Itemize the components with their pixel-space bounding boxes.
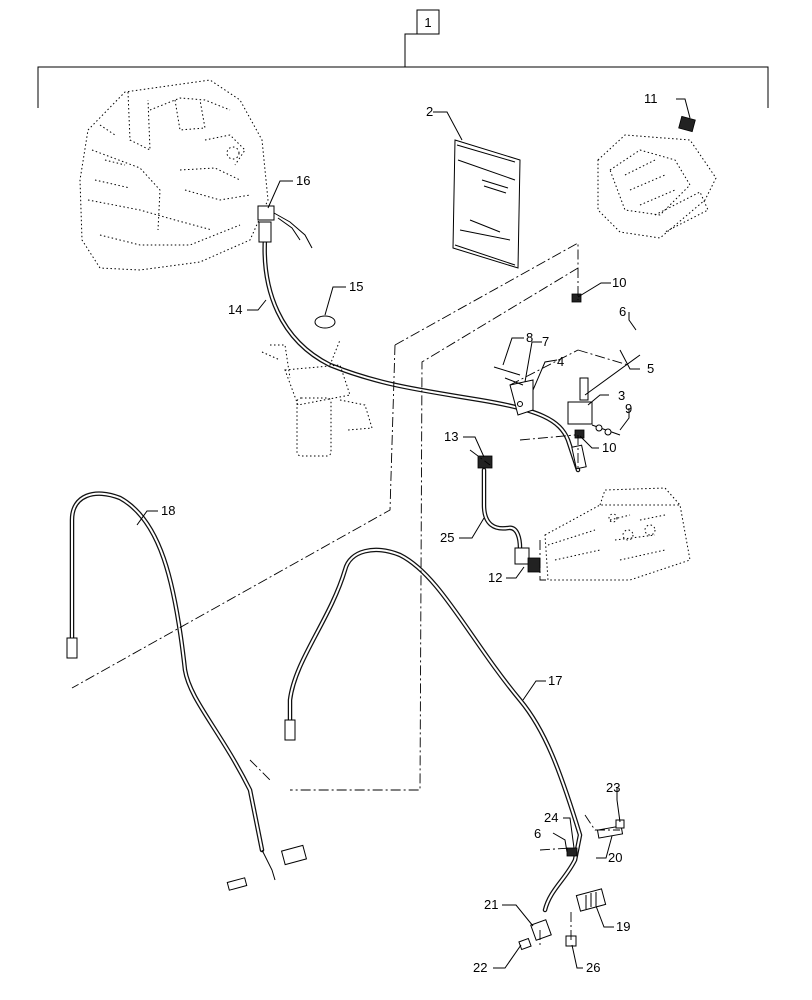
- callout-24: 24: [544, 810, 558, 825]
- callout-11: 11: [644, 91, 658, 106]
- control-console: [597, 115, 717, 239]
- callout-25: 25: [440, 530, 454, 545]
- callout-10-lower: 10: [602, 440, 616, 455]
- callout-6-upper: 6: [619, 304, 626, 319]
- hose-18: [66, 491, 308, 891]
- callout-18: 18: [161, 503, 175, 518]
- tractor-chassis-outline: [79, 79, 269, 271]
- callout-10-upper: 10: [612, 275, 626, 290]
- callout-17: 17: [548, 673, 562, 688]
- valve-block: [544, 487, 691, 581]
- operator-manual: [452, 139, 521, 269]
- callout-labels: 2 3 4 5 6 6 7 8 9 10 10 11 12 13 14 15 1…: [161, 91, 658, 975]
- callout-3: 3: [618, 388, 625, 403]
- callout-2: 2: [426, 104, 433, 119]
- hose-14: [258, 221, 587, 473]
- callout-16: 16: [296, 173, 310, 188]
- hose-17: [284, 547, 583, 913]
- callout-label: 1: [424, 15, 431, 30]
- callout-13: 13: [444, 429, 458, 444]
- callout-15: 15: [349, 279, 363, 294]
- leader-lines: [136, 98, 691, 969]
- callout-19: 19: [616, 919, 630, 934]
- callout-23: 23: [606, 780, 620, 795]
- filter-assembly: [261, 339, 373, 457]
- callout-7: 7: [542, 334, 549, 349]
- callout-12: 12: [488, 570, 502, 585]
- clamp-15: [314, 315, 336, 329]
- callout-8: 8: [526, 330, 533, 345]
- callout-4: 4: [557, 354, 564, 369]
- callout-20: 20: [608, 850, 622, 865]
- callout-9: 9: [625, 401, 632, 416]
- callout-14: 14: [228, 302, 242, 317]
- assembly-callout-1: 1: [37, 9, 769, 108]
- callout-5: 5: [647, 361, 654, 376]
- callout-6-lower: 6: [534, 826, 541, 841]
- hose-25: [477, 455, 541, 573]
- callout-21: 21: [484, 897, 498, 912]
- phantom-lines: [71, 242, 629, 945]
- callout-22: 22: [473, 960, 487, 975]
- fitting-16: [257, 205, 313, 249]
- callout-26: 26: [586, 960, 600, 975]
